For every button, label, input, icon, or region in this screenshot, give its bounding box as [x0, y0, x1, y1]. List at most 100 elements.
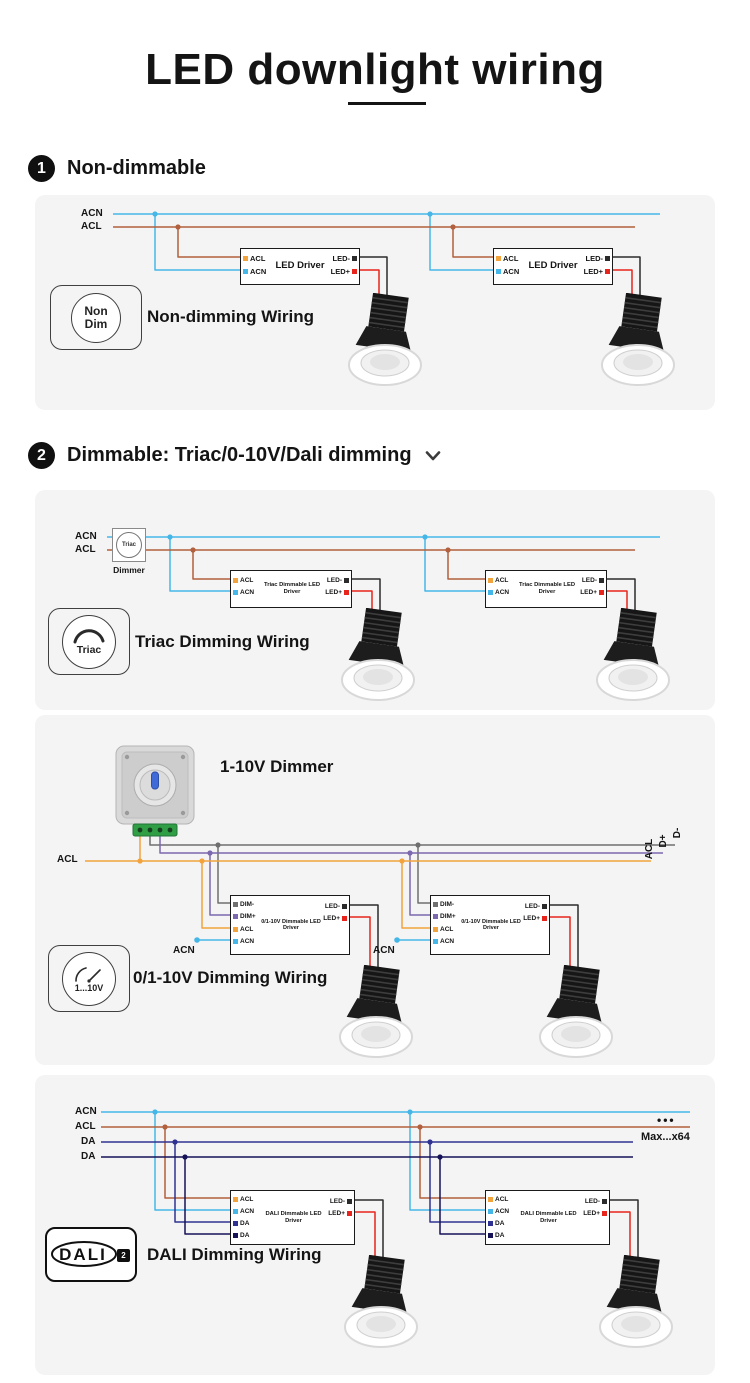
dial-icon [75, 967, 101, 983]
acl-right-label: ACL [643, 838, 655, 860]
acl-terminal-label: ACL [495, 577, 509, 584]
led-plus-square [342, 916, 347, 921]
driver-name: DALI Dimmable LED Driver [520, 1210, 577, 1224]
da1-terminal-label: DA [240, 1220, 250, 1227]
non-dimmable-wiring-diagram [113, 211, 660, 295]
d-minus-net [149, 836, 675, 904]
acn-terminal-square [496, 269, 501, 274]
downlight-fixture [599, 1255, 673, 1348]
acn-terminal-square [233, 1209, 238, 1214]
led-minus-square [344, 578, 349, 583]
led-plus-label: LED+ [583, 267, 603, 276]
led-plus-label: LED+ [523, 915, 540, 922]
0-10v-driver-box: DIM- DIM+ ACL ACN 0/1-10V Dimmable LED D… [430, 895, 550, 955]
acl-terminal-label: ACL [240, 926, 254, 933]
led-minus-square [352, 256, 357, 261]
acl-bus-net [107, 547, 635, 580]
dimmer-label: Dimmer [113, 565, 145, 575]
badge-text: Triac [76, 644, 102, 656]
da1-bus-label: DA [81, 1136, 96, 1147]
da2-terminal-square [488, 1233, 493, 1238]
panel-0-10v-dimming: 1-10V Dimmer ACL D- D+ ACL DIM- DIM+ ACL… [35, 715, 715, 1065]
acl-terminal-square [488, 1197, 493, 1202]
badge-line1: Non [84, 303, 108, 318]
led-plus-square [599, 590, 604, 595]
da2-bus-label: DA [81, 1151, 96, 1162]
section-1-title: Non-dimmable [67, 157, 206, 179]
acn-terminal-square [233, 939, 238, 944]
led-plus-square [602, 1211, 607, 1216]
led-minus-wires [350, 904, 579, 967]
driver-name: DALI Dimmable LED Driver [265, 1210, 322, 1224]
acl-terminal-label: ACL [240, 1196, 254, 1203]
acl-terminal-square [233, 578, 238, 583]
led-minus-label: LED- [326, 577, 342, 584]
panel-non-dimmable: ACN ACL ACL ACN LED Driver LED- LED+ ACL… [35, 195, 715, 410]
acn-terminal-square [488, 590, 493, 595]
triac-wall-dimmer: Triac [112, 528, 146, 562]
acl-terminal-square [488, 578, 493, 583]
triac-dimming-caption: Triac Dimming Wiring [135, 632, 310, 651]
acn-stub-label: ACN [173, 945, 195, 956]
da2-terminal-label: DA [240, 1232, 250, 1239]
da1-terminal-square [233, 1221, 238, 1226]
led-minus-label: LED- [329, 1198, 345, 1205]
0-10v-badge: 1...10V [48, 945, 130, 1012]
panel-dali-dimming: ACN ACL DA DA ••• Max...x64 ACL ACN DA D… [35, 1075, 715, 1375]
led-minus-square [342, 904, 347, 909]
dali-2-logo-badge: DALI 2 [45, 1227, 137, 1282]
acn-terminal-label: ACN [240, 589, 255, 596]
led-minus-square [602, 1199, 607, 1204]
downlight-fixture [539, 965, 613, 1058]
title-underline [348, 102, 426, 105]
driver-name: Triac Dimmable LED Driver [518, 582, 576, 595]
dim-minus-label: DIM- [240, 901, 255, 908]
downlight-fixture [341, 608, 415, 701]
dali-wiring-diagram [101, 1109, 690, 1257]
led-plus-wires [355, 1211, 631, 1257]
led-plus-label: LED+ [325, 589, 342, 596]
triac-badge: Triac [48, 608, 130, 675]
led-plus-wires [352, 590, 628, 610]
rotary-dimmer-device [115, 745, 195, 837]
driver-name: 0/1-10V Dimmable LED Driver [461, 918, 521, 931]
led-plus-wires [360, 269, 633, 295]
dali-2-number: 2 [117, 1249, 130, 1262]
acl-terminal-label: ACL [240, 577, 254, 584]
acn-bus-net [107, 534, 660, 592]
dali-dimming-caption: DALI Dimming Wiring [147, 1245, 322, 1264]
acl-bus-net [113, 224, 635, 258]
acl-terminal-square [233, 927, 238, 932]
dim-plus-square [433, 914, 438, 919]
led-plus-square [347, 1211, 352, 1216]
led-minus-square [605, 256, 610, 261]
dim-minus-label: DIM- [440, 901, 455, 908]
acn-bus-label: ACN [75, 1106, 97, 1117]
triac-driver-box: ACL ACN Triac Dimmable LED Driver LED- L… [230, 570, 352, 608]
acl-bus-label: ACL [81, 221, 102, 232]
da2-bus-net [101, 1154, 633, 1235]
0-10v-dimming-caption: 0/1-10V Dimming Wiring [133, 968, 328, 987]
non-dim-badge: Non Dim [50, 285, 142, 350]
driver-name: LED Driver [528, 260, 578, 272]
acn-bus-label: ACN [75, 531, 97, 542]
led-plus-label: LED+ [583, 1210, 600, 1217]
led-plus-square [542, 916, 547, 921]
dali-driver-box: ACL ACN DA DA DALI Dimmable LED Driver L… [230, 1190, 355, 1245]
section-1-header: 1 Non-dimmable [28, 155, 206, 182]
led-driver-box: ACL ACN LED Driver LED- LED+ [240, 248, 360, 285]
section-2-header: 2 Dimmable: Triac/0-10V/Dali dimming [28, 442, 442, 469]
led-minus-label: LED- [332, 254, 351, 263]
acn-terminal-label: ACN [440, 938, 455, 945]
dim-minus-square [233, 902, 238, 907]
acl-terminal-label: ACL [495, 1196, 509, 1203]
0-10v-driver-box: DIM- DIM+ ACL ACN 0/1-10V Dimmable LED D… [230, 895, 350, 955]
acn-terminal-square [233, 590, 238, 595]
led-minus-square [347, 1199, 352, 1204]
chevron-down-icon[interactable] [424, 450, 442, 462]
dali-logo-ellipse [51, 1241, 117, 1267]
downlight-fixture [601, 293, 675, 386]
section-1-number-badge: 1 [28, 155, 55, 182]
page-title: LED downlight wiring [145, 45, 605, 94]
